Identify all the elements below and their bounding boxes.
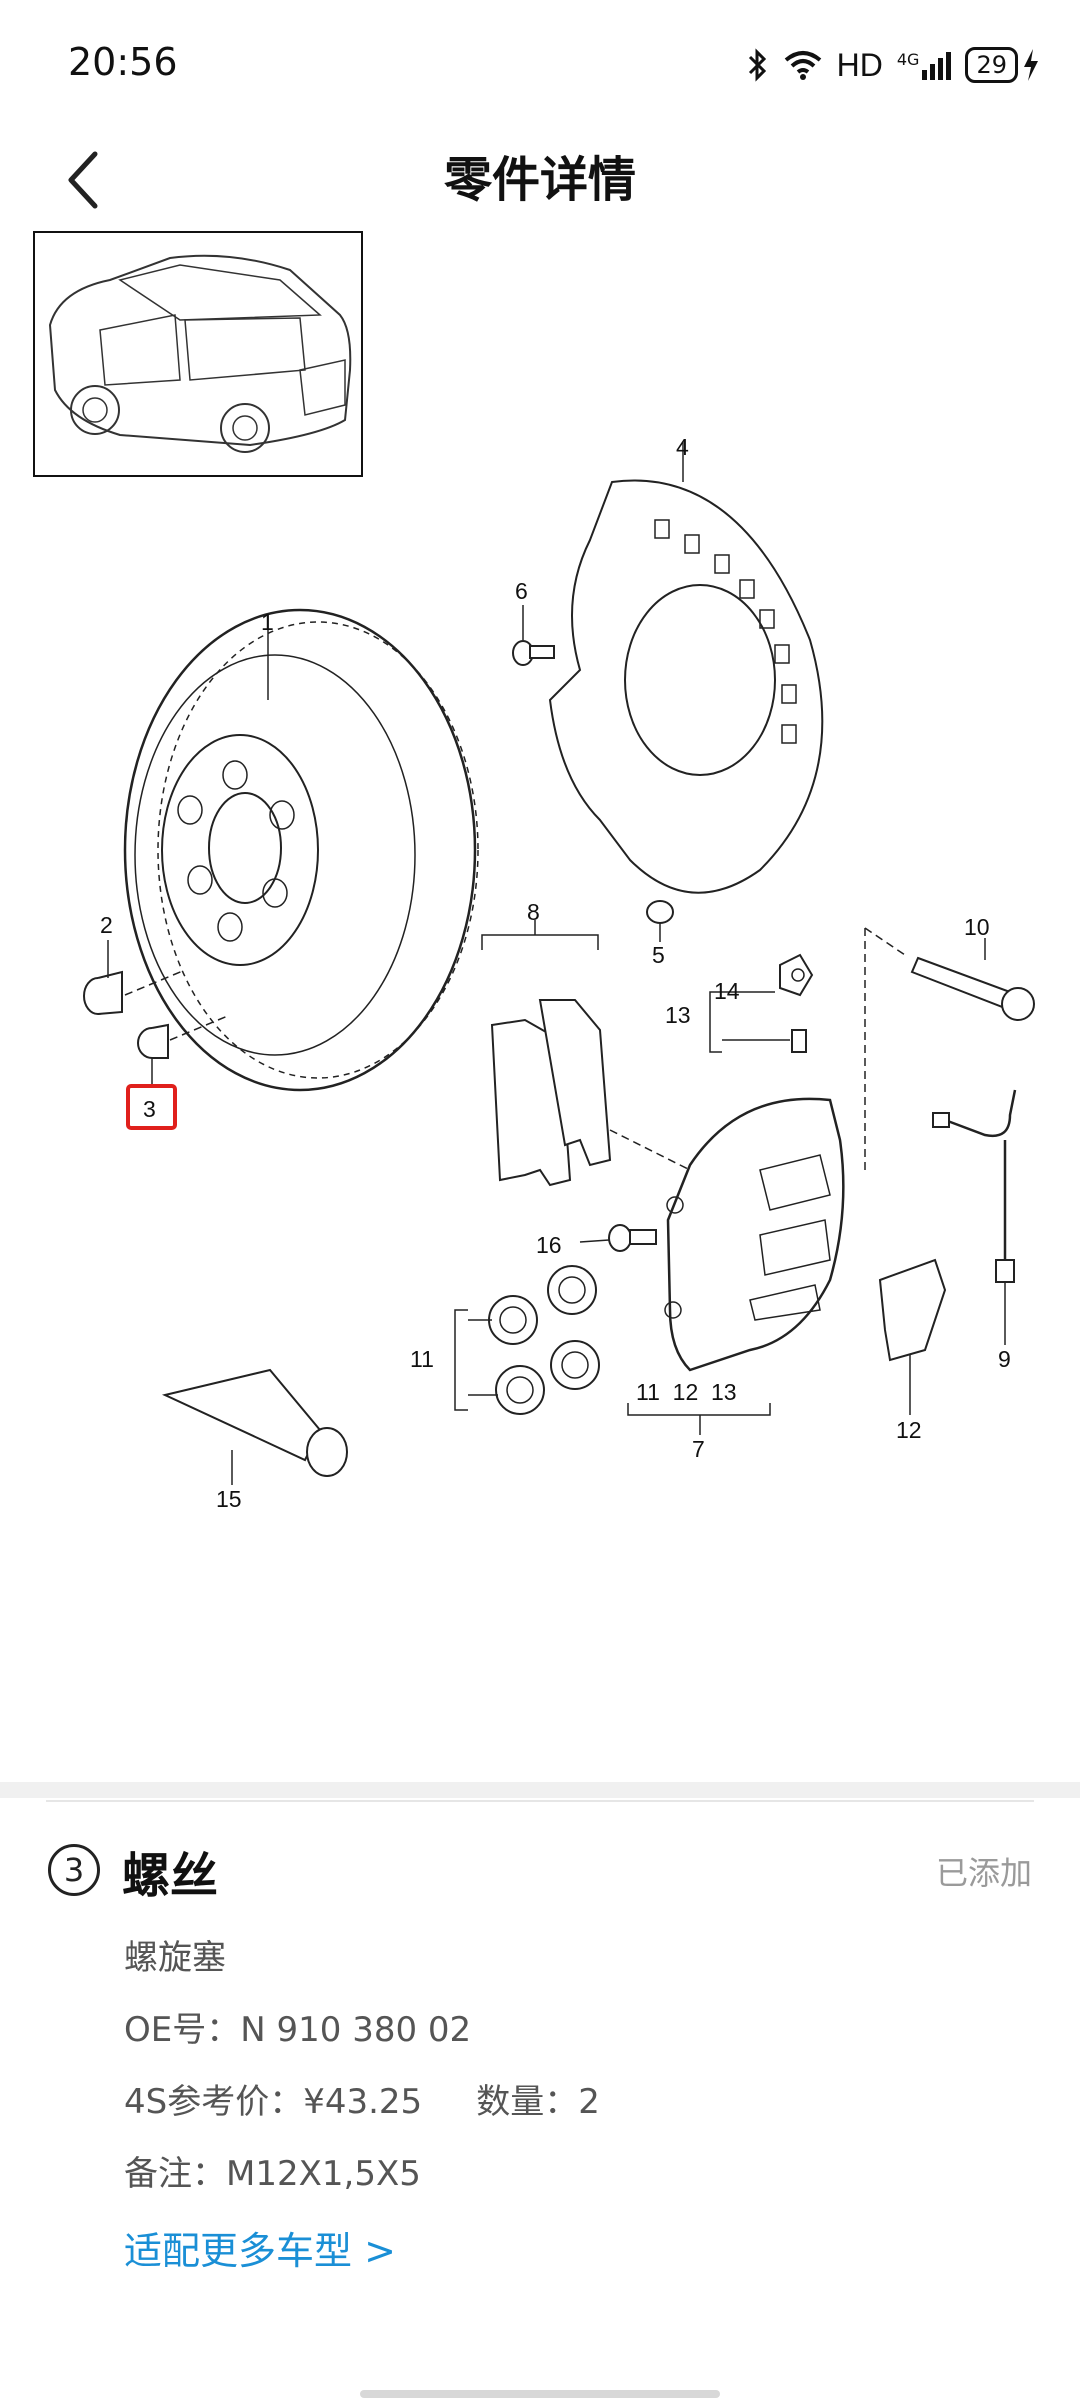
oe-number: OE号：N 910 380 02 bbox=[124, 2010, 472, 2050]
piston-seals-part[interactable] bbox=[454, 1265, 600, 1415]
network-type-label: HD bbox=[836, 46, 883, 83]
callout-14[interactable]: 14 bbox=[714, 978, 740, 1004]
signal-type-label: 4G bbox=[896, 50, 920, 69]
battery-level: 29 bbox=[965, 47, 1018, 83]
part-remark: 备注：M12X1,5X5 bbox=[124, 2154, 421, 2194]
part-index-badge: 3 bbox=[48, 1844, 100, 1896]
callout-16[interactable]: 16 bbox=[536, 1232, 562, 1258]
callout-12[interactable]: 12 bbox=[896, 1417, 922, 1443]
section-divider bbox=[0, 1782, 1080, 1798]
caliper-subparts-label: 11 12 13 bbox=[636, 1379, 737, 1405]
wear-sensor-part[interactable] bbox=[932, 1089, 1017, 1345]
bolt-part-2[interactable] bbox=[83, 940, 186, 1015]
brake-disc-part[interactable] bbox=[123, 608, 479, 1092]
brake-caliper-part[interactable] bbox=[627, 1097, 845, 1435]
header: 零件详情 bbox=[0, 130, 1080, 260]
callout-15[interactable]: 15 bbox=[216, 1486, 242, 1512]
bleed-screw-part-13[interactable] bbox=[791, 1029, 807, 1053]
price-quantity: 4S参考价：¥43.25 数量：2 bbox=[124, 2082, 600, 2122]
page-title: 零件详情 bbox=[443, 152, 636, 208]
status-icons: HD 4G 29 bbox=[747, 40, 1040, 90]
callout-9[interactable]: 9 bbox=[998, 1346, 1011, 1372]
screw-part-3[interactable] bbox=[137, 1014, 231, 1086]
callout-10[interactable]: 10 bbox=[964, 914, 990, 940]
bolt-part-10[interactable] bbox=[864, 927, 1035, 1175]
status-time: 20:56 bbox=[68, 40, 178, 84]
dust-shield-part[interactable] bbox=[548, 442, 824, 894]
charging-icon bbox=[1024, 49, 1038, 81]
vehicle-thumbnail[interactable] bbox=[33, 231, 363, 477]
more-models-link[interactable]: 适配更多车型 > bbox=[124, 2229, 396, 2273]
brake-pads-part[interactable] bbox=[481, 920, 701, 1187]
callout-3[interactable]: 3 bbox=[143, 1096, 156, 1122]
callout-3-highlight[interactable] bbox=[126, 1084, 177, 1130]
part-subname: 螺旋塞 bbox=[124, 1938, 226, 1978]
parts-diagram[interactable]: 1 2 3 4 5 6 7 8 9 10 11 12 13 14 15 16 1… bbox=[0, 220, 1080, 1780]
added-status-button[interactable]: 已添加 bbox=[935, 1854, 1032, 1892]
chevron-left-icon bbox=[68, 151, 98, 209]
grease-tube-part[interactable] bbox=[161, 1368, 348, 1485]
bolt-part-6[interactable] bbox=[512, 605, 555, 666]
callout-13[interactable]: 13 bbox=[665, 1002, 691, 1028]
wifi-icon bbox=[784, 51, 821, 80]
bolt-part-16[interactable] bbox=[579, 1224, 657, 1252]
callout-11[interactable]: 11 bbox=[410, 1346, 434, 1372]
callout-7[interactable]: 7 bbox=[692, 1436, 705, 1462]
divider-line bbox=[46, 1800, 1034, 1802]
bracket-part-14[interactable] bbox=[779, 953, 814, 997]
spring-clip-part[interactable] bbox=[878, 1258, 947, 1415]
signal-icon: 4G bbox=[897, 50, 952, 80]
callout-1[interactable]: 1 bbox=[261, 609, 274, 635]
back-button[interactable] bbox=[38, 130, 128, 230]
part-name: 螺丝 bbox=[122, 1848, 219, 1904]
callout-4[interactable]: 4 bbox=[676, 434, 689, 460]
bluetooth-icon bbox=[748, 48, 766, 82]
battery-icon: 29 bbox=[965, 47, 1040, 83]
callout-8[interactable]: 8 bbox=[527, 899, 540, 925]
status-bar: 20:56 HD 4G 29 bbox=[0, 0, 1080, 130]
bolt-part-5[interactable] bbox=[646, 900, 674, 942]
home-indicator[interactable] bbox=[360, 2390, 720, 2398]
callout-5[interactable]: 5 bbox=[652, 942, 665, 968]
callout-2[interactable]: 2 bbox=[100, 912, 113, 938]
callout-6[interactable]: 6 bbox=[515, 578, 528, 604]
